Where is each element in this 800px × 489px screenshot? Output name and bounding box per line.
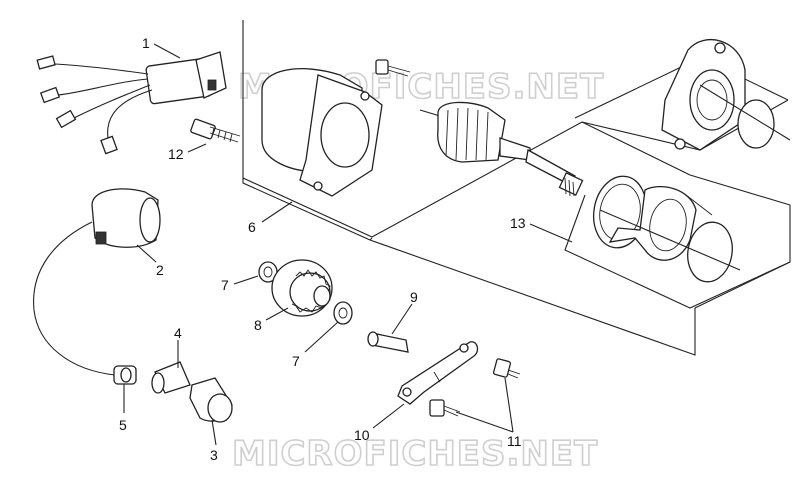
callout-3: 3: [210, 447, 218, 463]
shaft-pin: [367, 331, 409, 353]
leader-13: [529, 223, 573, 243]
leader-3: [211, 419, 217, 446]
watermark-bottom: MICROFICHES.NET: [232, 434, 598, 474]
callout-13: 13: [510, 215, 526, 231]
support-bracket: [397, 341, 479, 405]
callout-4: 4: [174, 325, 182, 341]
callout-7b: 7: [292, 353, 300, 369]
callout-11: 11: [507, 433, 522, 449]
relay-unit: [36, 51, 227, 155]
bracket-screw-upper: [492, 358, 521, 379]
bracket-screw-lower: [429, 399, 461, 417]
callout-2: 2: [156, 262, 164, 278]
leader-12: [187, 143, 207, 153]
leader-10: [372, 403, 405, 429]
washer-lower: [333, 301, 353, 325]
ignition-coil: [33, 188, 161, 376]
callout-8: 8: [254, 317, 262, 333]
o-ring-top: [737, 99, 775, 149]
leader-1: [153, 43, 181, 59]
long-screw: [190, 118, 241, 143]
leader-6: [261, 201, 293, 223]
leader-9: [391, 303, 413, 335]
callout-6: 6: [248, 219, 256, 235]
spark-plug-cap: [151, 361, 233, 423]
starter-group-lower-outline: [369, 237, 373, 241]
leader-11: [455, 377, 514, 433]
armature: [419, 101, 584, 197]
callout-12: 12: [168, 146, 184, 162]
starter-motor-housing: [261, 68, 383, 197]
starter-gear: [271, 259, 333, 317]
leader-2: [136, 244, 157, 263]
callout-9: 9: [410, 289, 418, 305]
leader-7b: [304, 321, 339, 353]
leader-7a: [233, 275, 259, 285]
spark-plug-boot: [113, 365, 137, 385]
end-cover: [661, 39, 746, 151]
mounting-screw-top: [375, 59, 411, 77]
callout-1: 1: [142, 35, 150, 51]
callout-5: 5: [119, 417, 127, 433]
callout-7a: 7: [221, 277, 229, 293]
starter-motor-group-outline: [242, 20, 791, 356]
callout-10: 10: [354, 427, 370, 443]
leader-8: [265, 307, 289, 321]
